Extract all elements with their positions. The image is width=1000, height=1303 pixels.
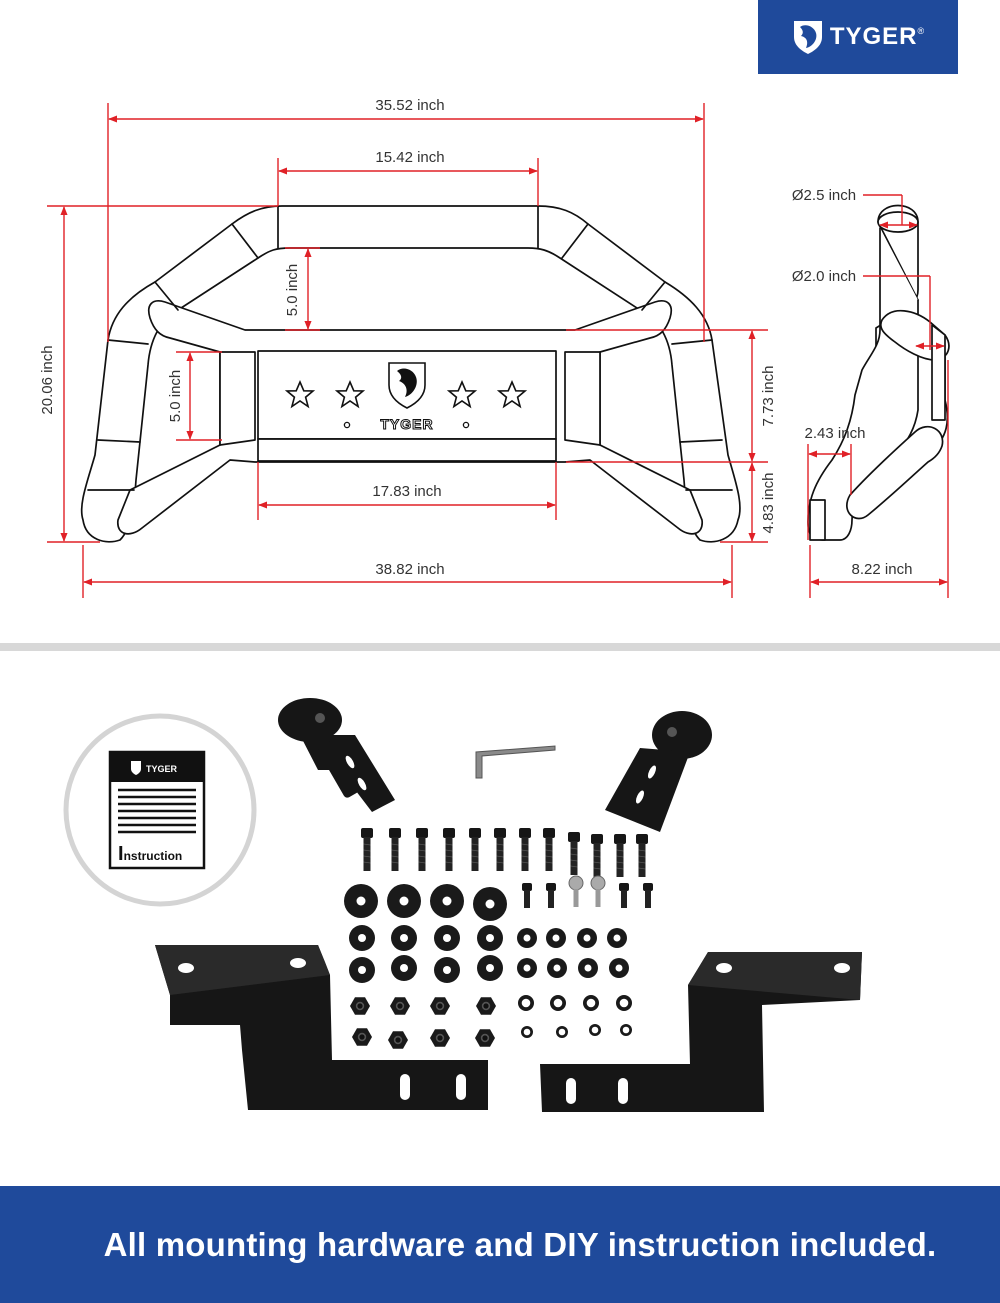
dim-bottom-width: 38.82 inch xyxy=(375,561,444,578)
brand-logo: TYGER ® xyxy=(758,0,958,74)
bottom-banner: All mounting hardware and DIY instructio… xyxy=(0,1186,1000,1303)
dim-top-width: 35.52 inch xyxy=(375,97,444,114)
tiger-shield-icon xyxy=(388,362,426,409)
bottom-right-bracket xyxy=(540,952,862,1112)
banner-text: All mounting hardware and DIY instructio… xyxy=(103,1225,937,1263)
dim-inner-top-width: 15.42 inch xyxy=(375,149,444,166)
brand-name: TYGER xyxy=(829,23,918,50)
instruction-title-rest: nstruction xyxy=(124,849,183,863)
bolt-row xyxy=(360,827,649,878)
dim-mid-height: 7.73 inch xyxy=(760,366,777,427)
dim-foot-height: 4.83 inch xyxy=(760,473,777,534)
instruction-title-initial: I xyxy=(118,843,124,865)
dim-tube-large: Ø2.5 inch xyxy=(792,187,856,204)
front-dimension-labels: 35.52 inch 15.42 inch 20.06 inch 5.0 inc… xyxy=(39,97,777,578)
plate-decoration: TYGER xyxy=(286,362,526,433)
dim-tube-small: Ø2.0 inch xyxy=(792,268,856,285)
nut-grid xyxy=(350,997,496,1049)
side-view xyxy=(807,204,950,541)
side-dimensions xyxy=(807,194,949,598)
plate-brand-text: TYGER xyxy=(380,416,433,432)
product-diagram: TYGER 35.52 inch 15.42 inc xyxy=(39,97,950,1112)
tiger-shield-logo-icon xyxy=(793,21,822,54)
dim-side-gap: 5.0 inch xyxy=(167,370,184,423)
instruction-title: Instruction xyxy=(118,843,182,865)
dim-plate-width: 17.83 inch xyxy=(372,483,441,500)
side-dimension-labels: Ø2.5 inch Ø2.0 inch 2.43 inch 8.22 inch xyxy=(792,187,913,578)
dim-side-depth: 8.22 inch xyxy=(852,561,913,578)
section-divider xyxy=(0,643,1000,651)
instruction-card: TYGER Instruction xyxy=(63,713,257,907)
brand-reg-mark: ® xyxy=(917,26,925,36)
dim-upper-gap: 5.0 inch xyxy=(284,264,301,317)
short-bolt-row xyxy=(522,875,653,908)
instruction-lines xyxy=(118,788,196,834)
washer-grid xyxy=(344,884,632,1038)
instruction-brand: TYGER xyxy=(146,764,178,774)
front-dimensions xyxy=(47,103,768,598)
hex-key xyxy=(475,745,556,779)
dim-total-height: 20.06 inch xyxy=(39,345,56,414)
bottom-left-bracket xyxy=(155,945,488,1110)
top-right-bracket xyxy=(605,711,712,832)
top-left-bracket xyxy=(278,698,395,812)
dim-side-offset: 2.43 inch xyxy=(805,425,866,442)
